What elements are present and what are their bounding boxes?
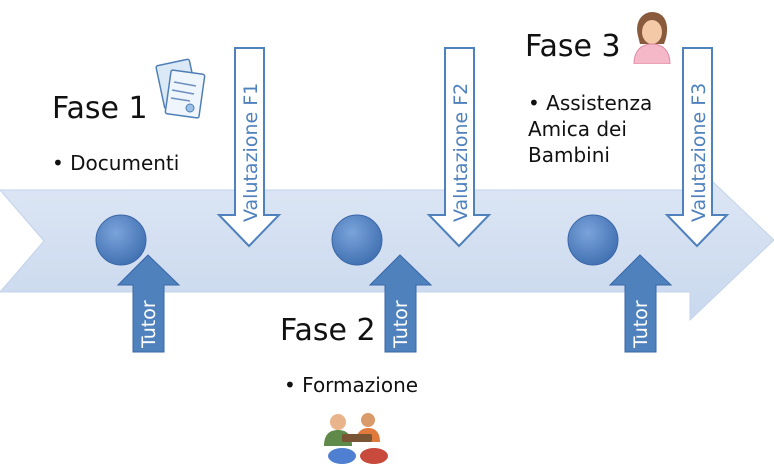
evaluation-arrow-3: Valutazione F3 [664, 47, 730, 248]
tutor-label-1: Tutor [138, 300, 160, 349]
evaluation-label-2: Valutazione F2 [450, 83, 472, 222]
phase-2-bullet: • Formazione [284, 373, 419, 397]
tutor-arrow-3: Tutor [608, 254, 673, 353]
milestone-dot-2 [331, 214, 383, 266]
milestone-dot-1 [95, 214, 147, 266]
tutor-arrow-1: Tutor [116, 254, 181, 353]
phase-2-title: Fase 2 [280, 313, 376, 348]
evaluation-arrow-2: Valutazione F2 [426, 47, 492, 248]
tutor-arrow-2: Tutor [368, 254, 433, 353]
evaluation-label-3: Valutazione F3 [688, 83, 710, 222]
phase-3-title: Fase 3 [525, 29, 621, 64]
phase-1-bullet: • Documenti [52, 151, 180, 175]
evaluation-arrow-1: Valutazione F1 [216, 47, 282, 248]
documents-icon [155, 58, 206, 119]
milestone-dot-3 [567, 214, 619, 266]
tutor-label-2: Tutor [390, 300, 412, 349]
evaluation-label-1: Valutazione F1 [240, 83, 262, 222]
tutor-label-3: Tutor [630, 300, 652, 349]
phase-3-bullet: • Assistenza Amica dei Bambini [528, 91, 653, 167]
woman-avatar-icon [633, 12, 671, 64]
meeting-people-icon [324, 413, 388, 464]
phase-1-title: Fase 1 [52, 91, 148, 126]
